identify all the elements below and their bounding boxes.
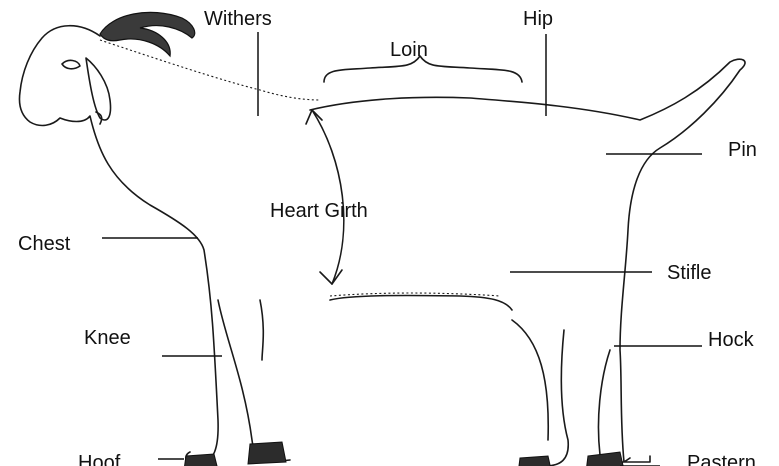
hoof-front-right — [248, 442, 286, 464]
hoof-front-left — [184, 454, 218, 466]
label-hoof: Hoof — [78, 453, 120, 466]
label-chest: Chest — [18, 234, 70, 254]
label-pastern: Pastern — [687, 453, 756, 466]
goat-eye — [62, 60, 80, 68]
label-heart-girth: Heart Girth — [270, 201, 368, 221]
heart-girth-arrow — [312, 110, 344, 284]
label-hock: Hock — [708, 330, 754, 350]
hoof-back-right — [586, 452, 624, 466]
hoof-back-left — [518, 456, 552, 466]
label-hip: Hip — [523, 9, 553, 29]
goat-outline — [19, 26, 745, 466]
label-stifle: Stifle — [667, 263, 711, 283]
goat-topline — [100, 40, 320, 100]
heart-girth-arrowhead-bottom — [320, 270, 342, 284]
goat-horn — [100, 12, 195, 56]
label-loin: Loin — [390, 40, 428, 60]
label-pin: Pin — [728, 140, 757, 160]
label-withers: Withers — [204, 9, 272, 29]
goat-ear — [86, 58, 111, 120]
label-knee: Knee — [84, 328, 131, 348]
